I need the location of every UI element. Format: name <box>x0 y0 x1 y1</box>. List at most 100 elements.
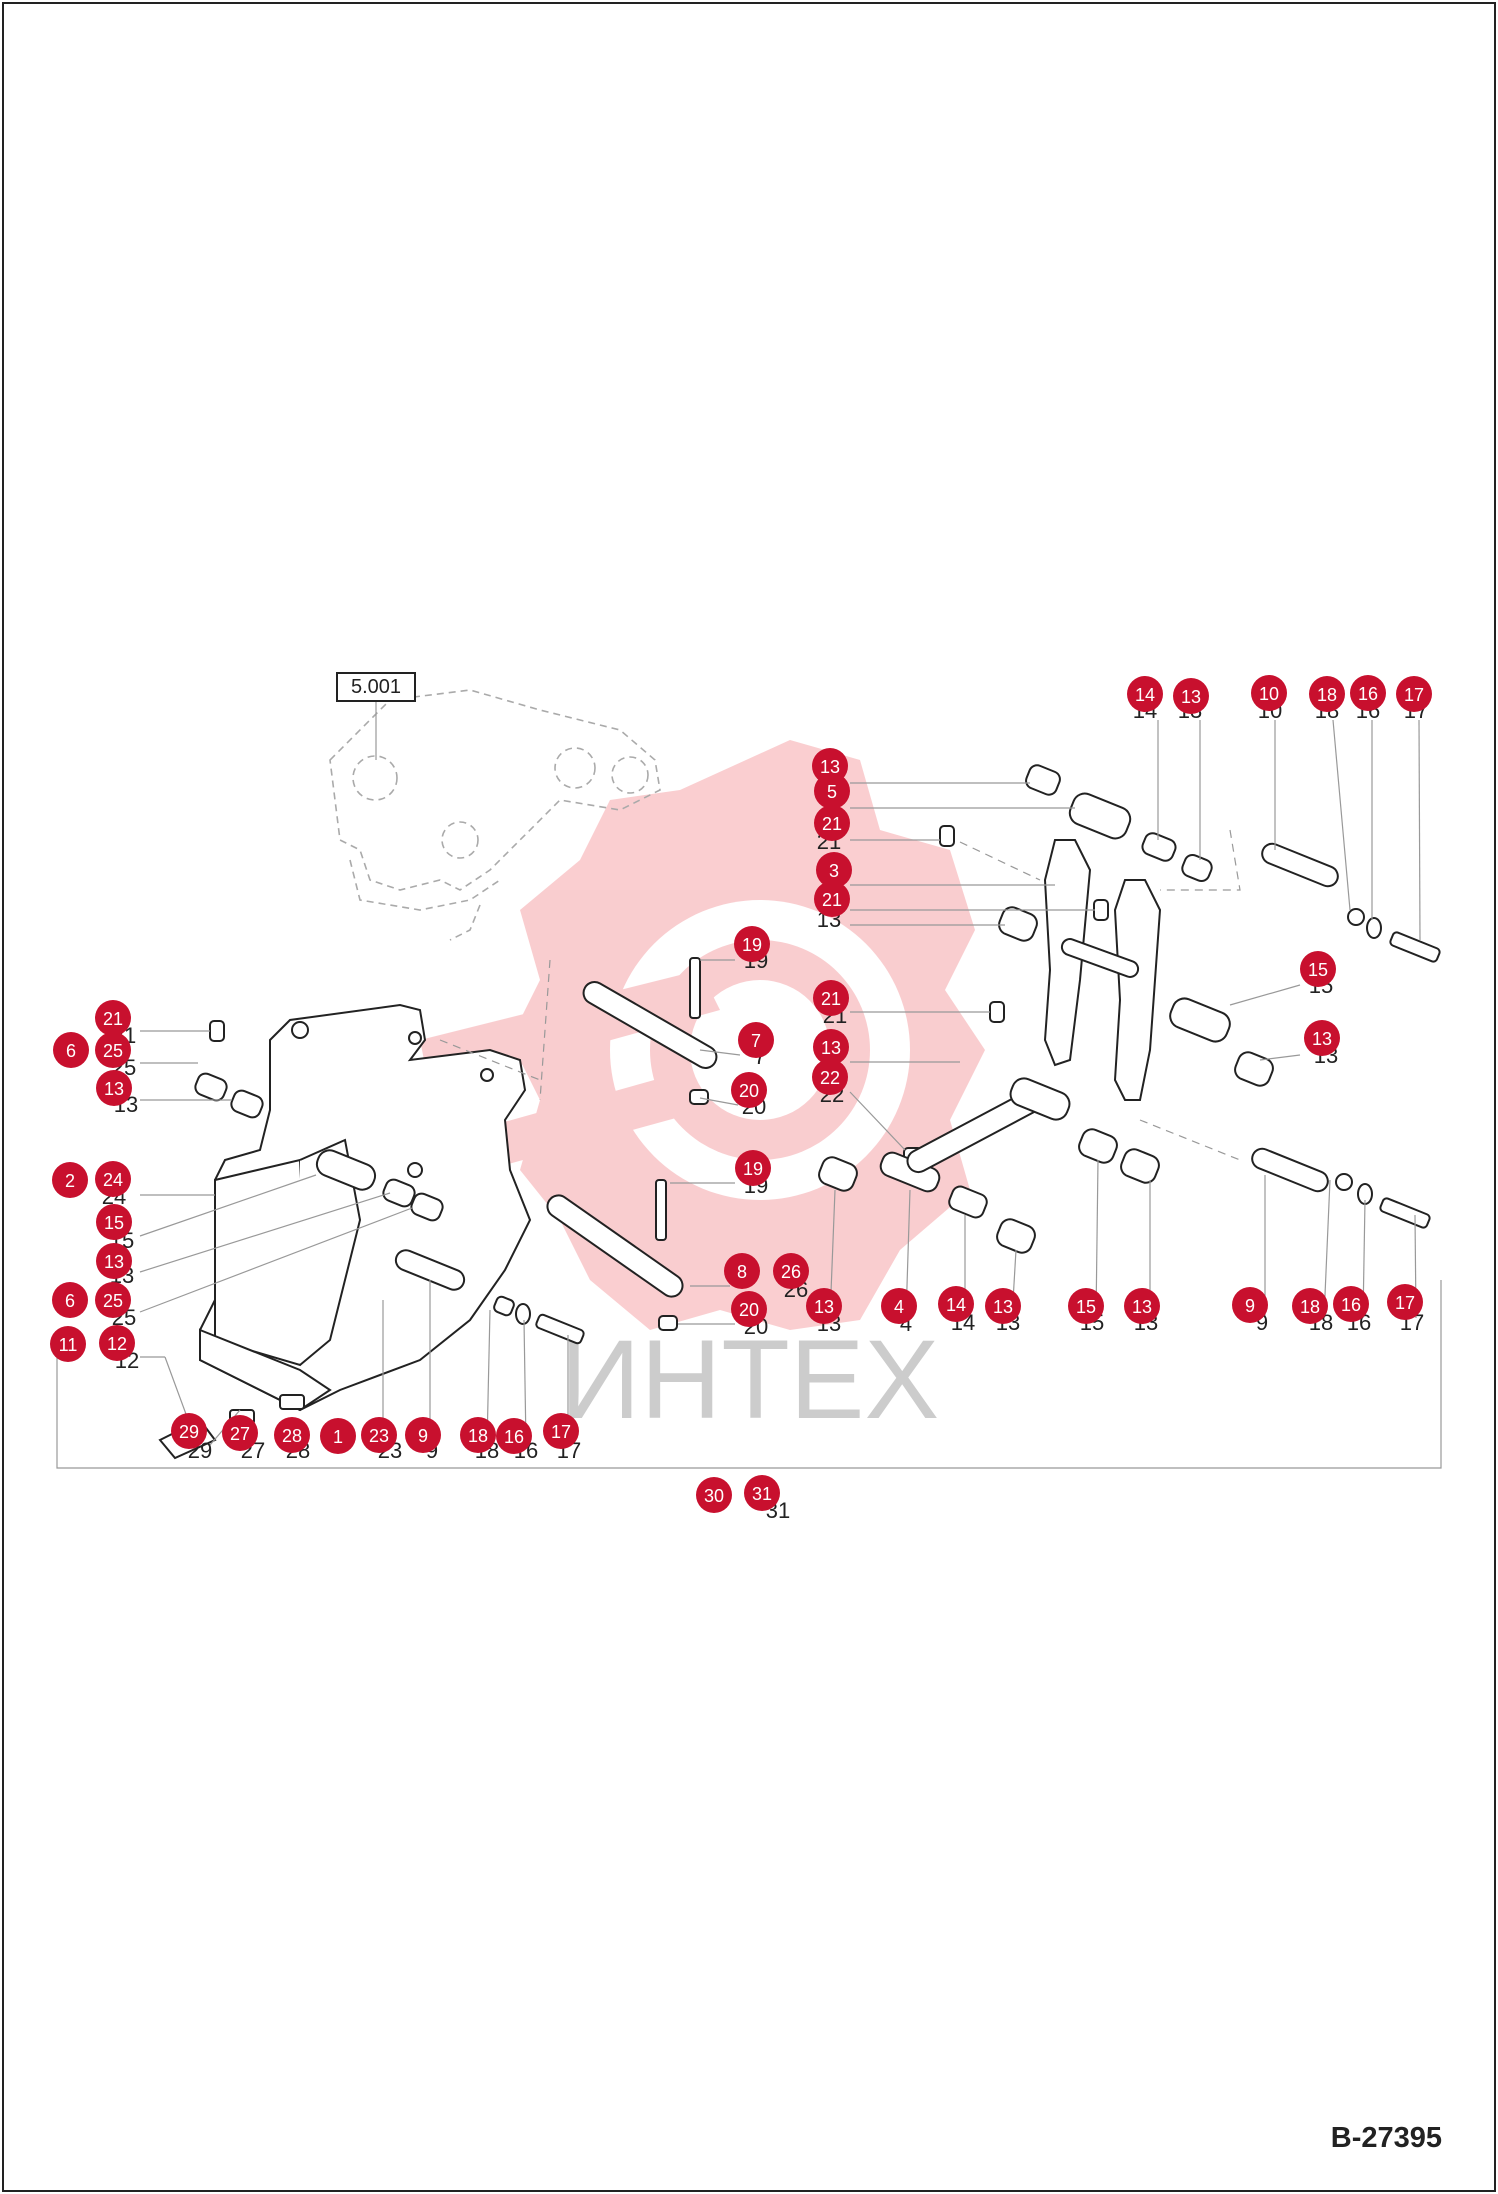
callout-marker-label: 17 <box>1404 685 1424 705</box>
watermark-text: ИНТЕХ <box>560 1317 939 1442</box>
callout-marker: 13 <box>985 1288 1021 1324</box>
callout-marker-label: 16 <box>1358 684 1378 704</box>
callout-marker-circle <box>731 1072 767 1108</box>
callout-marker: 1 <box>320 1418 356 1454</box>
callout-marker-circle <box>222 1415 258 1451</box>
callout-marker: 17 <box>1396 676 1432 712</box>
callout-marker-circle <box>95 1000 131 1036</box>
callout-marker-circle <box>405 1417 441 1453</box>
callout-marker-label: 20 <box>739 1300 759 1320</box>
callout-marker-circle <box>50 1326 86 1362</box>
callout-marker: 11 <box>50 1326 86 1362</box>
callout-marker: 26 <box>773 1253 809 1289</box>
callout-marker: 13 <box>806 1288 842 1324</box>
callout-marker-circle <box>816 852 852 888</box>
callout-marker-label: 21 <box>821 989 841 1009</box>
callout-marker: 13 <box>813 1029 849 1065</box>
callout-marker: 14 <box>938 1286 974 1322</box>
callout-marker-circle <box>814 773 850 809</box>
callout-marker-label: 21 <box>822 814 842 834</box>
callout-marker-circle <box>813 1029 849 1065</box>
callout-marker-circle <box>1350 675 1386 711</box>
callout-marker-label: 22 <box>820 1068 840 1088</box>
callout-marker-circle <box>1173 678 1209 714</box>
callout-marker-circle <box>96 1243 132 1279</box>
drawing-number: B-27395 <box>1330 2122 1442 2154</box>
callout-marker: 25 <box>95 1032 131 1068</box>
callout-marker-label: 21 <box>103 1009 123 1029</box>
callout-marker: 14 <box>1127 676 1163 712</box>
callout-marker-label: 2 <box>65 1171 75 1191</box>
callout-marker-label: 31 <box>752 1484 772 1504</box>
callout-marker: 17 <box>1387 1284 1423 1320</box>
callout-marker-circle <box>95 1282 131 1318</box>
lower-right-pins <box>818 1077 1431 1254</box>
callout-marker-circle <box>814 881 850 917</box>
callout-marker-label: 21 <box>822 890 842 910</box>
callout-marker: 9 <box>405 1417 441 1453</box>
callout-marker-label: 28 <box>282 1426 302 1446</box>
callout-marker-label: 3 <box>829 861 839 881</box>
main-bracket <box>158 1003 532 1460</box>
callout-marker: 13 <box>96 1070 132 1106</box>
callout-marker-circle <box>496 1418 532 1454</box>
callout-marker: 16 <box>1333 1286 1369 1322</box>
callout-marker-label: 30 <box>704 1486 724 1506</box>
callout-marker-label: 13 <box>1132 1297 1152 1317</box>
callout-marker-circle <box>881 1288 917 1324</box>
callout-marker: 30 <box>696 1477 732 1513</box>
callout-marker-label: 11 <box>59 1335 78 1355</box>
callout-marker-label: 6 <box>66 1041 76 1061</box>
callout-marker-label: 13 <box>1181 687 1201 707</box>
callout-marker-circle <box>813 980 849 1016</box>
callout-marker-label: 25 <box>103 1041 123 1061</box>
callout-marker-circle <box>1387 1284 1423 1320</box>
callout-marker-circle <box>460 1417 496 1453</box>
callout-marker: 8 <box>724 1253 760 1289</box>
callout-marker-label: 13 <box>993 1297 1013 1317</box>
callout-marker: 18 <box>460 1417 496 1453</box>
callout-marker-label: 9 <box>418 1426 428 1446</box>
callout-marker: 6 <box>53 1032 89 1068</box>
callout-marker: 13 <box>1304 1020 1340 1056</box>
callout-marker-label: 24 <box>103 1170 123 1190</box>
callout-marker: 20 <box>731 1291 767 1327</box>
callout-marker: 29 <box>171 1413 207 1449</box>
callout-marker: 16 <box>496 1418 532 1454</box>
callout-marker-circle <box>806 1288 842 1324</box>
callout-marker-label: 4 <box>894 1297 904 1317</box>
center-pins <box>546 957 718 1331</box>
callout-marker: 15 <box>1300 951 1336 987</box>
callout-marker-label: 10 <box>1259 684 1279 704</box>
callout-marker-circle <box>1292 1288 1328 1324</box>
callout-marker-circle <box>52 1282 88 1318</box>
callout-marker: 27 <box>222 1415 258 1451</box>
callout-marker-circle <box>812 1059 848 1095</box>
callout-marker-label: 29 <box>179 1422 199 1442</box>
reference-assembly-ghost <box>329 689 661 941</box>
callout-marker-label: 23 <box>369 1426 389 1446</box>
callout-marker-label: 16 <box>504 1427 524 1447</box>
callout-marker-circle <box>361 1417 397 1453</box>
callout-marker-label: 17 <box>551 1422 571 1442</box>
callout-marker-label: 12 <box>107 1334 127 1354</box>
callout-marker-circle <box>738 1022 774 1058</box>
callout-marker-circle <box>274 1417 310 1453</box>
callout-marker-label: 13 <box>820 757 840 777</box>
callout-marker-circle <box>735 1150 771 1186</box>
callout-marker: 16 <box>1350 675 1386 711</box>
callout-marker-label: 18 <box>468 1426 488 1446</box>
callout-marker-circle <box>1304 1020 1340 1056</box>
callout-marker: 31 <box>744 1475 780 1511</box>
callout-marker: 5 <box>814 773 850 809</box>
callout-marker: 3 <box>816 852 852 888</box>
callout-marker: 15 <box>1068 1288 1104 1324</box>
callout-marker-label: 14 <box>1135 685 1155 705</box>
assembly-lines <box>439 829 1241 1161</box>
callout-marker: 19 <box>734 926 770 962</box>
callout-marker-label: 13 <box>814 1297 834 1317</box>
callout-marker-label: 13 <box>1312 1029 1332 1049</box>
callout-marker: 21 <box>813 980 849 1016</box>
callout-marker-label: 8 <box>737 1262 747 1282</box>
